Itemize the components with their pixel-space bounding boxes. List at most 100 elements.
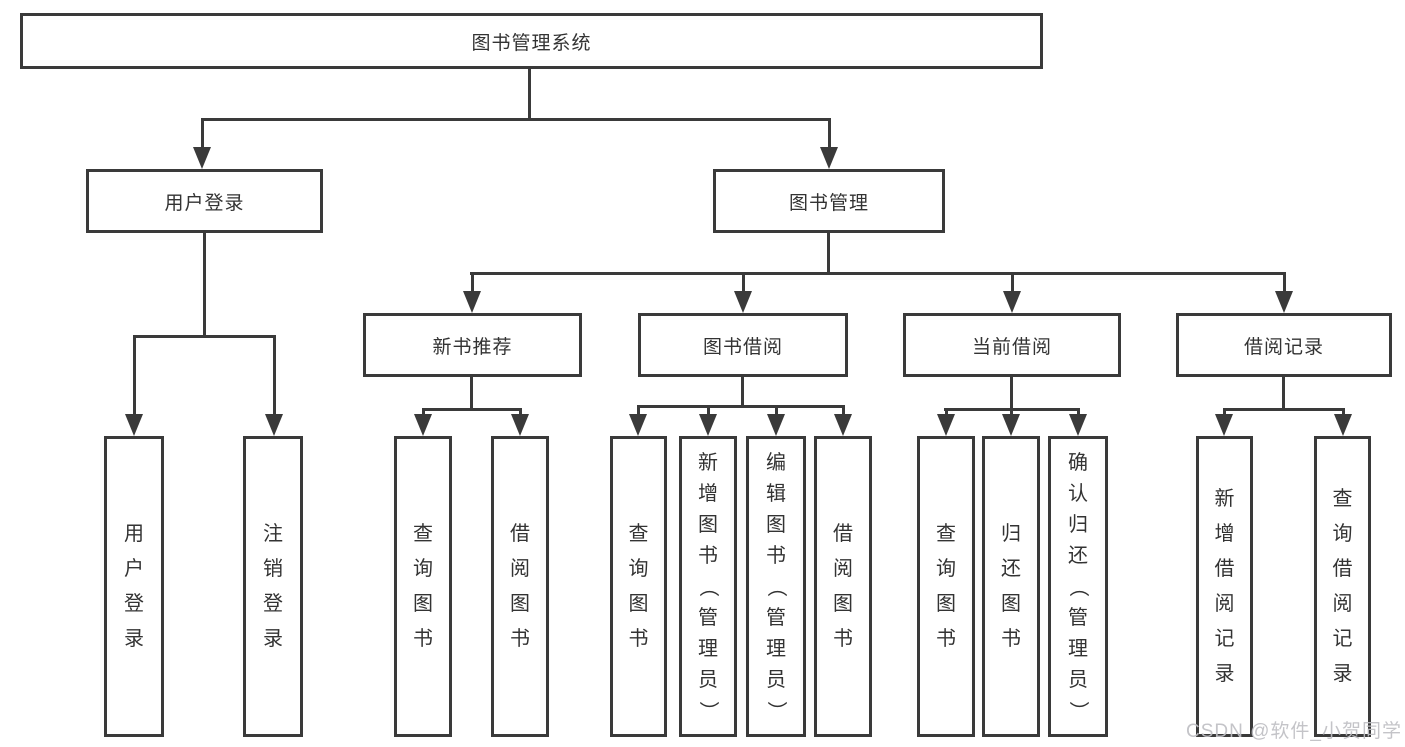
vertical-char-glyph: 记 bbox=[1214, 628, 1235, 650]
vertical-char-glyph: 询 bbox=[413, 558, 433, 580]
vertical-char-glyph: 图 bbox=[1001, 593, 1021, 615]
vertical-char-glyph: 还 bbox=[1068, 544, 1088, 567]
arrowhead-down-icon bbox=[265, 414, 283, 436]
leaf-query-books-borrowing: 查询图书 bbox=[610, 436, 667, 737]
leaf-query-borrowing-record: 查询借阅记录 bbox=[1314, 436, 1371, 737]
vertical-char-glyph: 录 bbox=[1214, 663, 1235, 685]
vertical-char-glyph: 图 bbox=[833, 593, 853, 615]
vertical-char-glyph: 管 bbox=[698, 606, 718, 629]
vertical-char-glyph: 录 bbox=[124, 628, 144, 650]
vertical-char-glyph: 书 bbox=[766, 544, 786, 567]
arrowhead-down-icon bbox=[1002, 414, 1020, 436]
vertical-char-glyph: 图 bbox=[413, 593, 433, 615]
vertical-paren-glyph: （ bbox=[1067, 576, 1089, 597]
vertical-char-glyph: 理 bbox=[766, 637, 786, 660]
connector-arrow-shaft bbox=[944, 408, 948, 416]
vertical-char-glyph: 查 bbox=[413, 523, 433, 545]
connector-arrow-shaft bbox=[741, 272, 745, 293]
vertical-char-glyph: 图 bbox=[936, 593, 956, 615]
connector-line bbox=[637, 405, 845, 408]
vertical-char-glyph: 理 bbox=[1068, 637, 1088, 660]
vertical-char-glyph: 借 bbox=[1214, 558, 1235, 580]
vertical-char-glyph: 管 bbox=[1068, 606, 1088, 629]
watermark: CSDN @软件_小贺同学 bbox=[1186, 721, 1402, 742]
node-current-borrowing: 当前借阅 bbox=[903, 313, 1121, 377]
vertical-char-glyph: 用 bbox=[124, 523, 144, 545]
vertical-char-glyph: 询 bbox=[1332, 523, 1353, 545]
leaf-add-borrowing-record: 新增借阅记录 bbox=[1196, 436, 1253, 737]
connector-arrow-shaft bbox=[272, 335, 276, 416]
connector-line bbox=[1223, 408, 1345, 411]
connector-arrow-shaft bbox=[1282, 272, 1286, 293]
vertical-char-glyph: 员 bbox=[1068, 668, 1088, 691]
vertical-char-glyph: 归 bbox=[1068, 513, 1088, 536]
vertical-char-glyph: 登 bbox=[263, 593, 283, 615]
vertical-char-glyph: 借 bbox=[510, 523, 530, 545]
vertical-char-glyph: 阅 bbox=[1214, 593, 1235, 615]
vertical-char-glyph: 图 bbox=[510, 593, 530, 615]
vertical-char-glyph: 书 bbox=[936, 628, 956, 650]
vertical-char-glyph: 记 bbox=[1332, 628, 1353, 650]
connector-line bbox=[1282, 377, 1285, 409]
connector-arrow-shaft bbox=[421, 408, 425, 416]
arrowhead-down-icon bbox=[414, 414, 432, 436]
vertical-paren-glyph: （ bbox=[697, 576, 719, 597]
vertical-char-glyph: 还 bbox=[1001, 558, 1021, 580]
vertical-paren-glyph: ） bbox=[765, 700, 787, 721]
vertical-char-glyph: 图 bbox=[628, 593, 649, 615]
vertical-char-glyph: 理 bbox=[698, 637, 718, 660]
leaf-logout-login: 注销登录 bbox=[243, 436, 303, 737]
node-book-borrowing: 图书借阅 bbox=[638, 313, 848, 377]
arrowhead-down-icon bbox=[937, 414, 955, 436]
connector-arrow-shaft bbox=[827, 118, 831, 149]
arrowhead-down-icon bbox=[699, 414, 717, 436]
node-borrowing-records: 借阅记录 bbox=[1176, 313, 1392, 377]
leaf-add-books-admin: 新增图书（管理员） bbox=[679, 436, 737, 737]
vertical-char-glyph: 登 bbox=[124, 593, 144, 615]
arrowhead-down-icon bbox=[1334, 414, 1352, 436]
arrowhead-down-icon bbox=[834, 414, 852, 436]
leaf-borrow-books-recommend: 借阅图书 bbox=[491, 436, 549, 737]
vertical-char-glyph: 增 bbox=[698, 482, 718, 505]
arrowhead-down-icon bbox=[767, 414, 785, 436]
connector-line bbox=[203, 233, 206, 337]
leaf-confirm-return-admin: 确认归还（管理员） bbox=[1048, 436, 1108, 737]
vertical-char-glyph: 认 bbox=[1068, 482, 1088, 505]
node-new-book-recommendation: 新书推荐 bbox=[363, 313, 582, 377]
connector-line bbox=[741, 377, 744, 406]
vertical-char-glyph: 员 bbox=[766, 668, 786, 691]
connector-line bbox=[133, 335, 276, 338]
connector-line bbox=[827, 233, 830, 274]
arrowhead-down-icon bbox=[1275, 291, 1293, 313]
vertical-char-glyph: 书 bbox=[698, 544, 718, 567]
vertical-char-glyph: 阅 bbox=[510, 558, 530, 580]
connector-arrow-shaft bbox=[470, 272, 474, 293]
vertical-paren-glyph: （ bbox=[765, 576, 787, 597]
arrowhead-down-icon bbox=[1215, 414, 1233, 436]
connector-line bbox=[470, 272, 1286, 275]
connector-line bbox=[201, 118, 831, 121]
arrowhead-down-icon bbox=[820, 147, 838, 169]
arrowhead-down-icon bbox=[511, 414, 529, 436]
arrowhead-down-icon bbox=[734, 291, 752, 313]
node-book-management: 图书管理 bbox=[713, 169, 945, 233]
leaf-return-books: 归还图书 bbox=[982, 436, 1040, 737]
vertical-char-glyph: 新 bbox=[698, 451, 718, 474]
connector-arrow-shaft bbox=[1076, 408, 1080, 416]
vertical-char-glyph: 增 bbox=[1214, 523, 1235, 545]
vertical-char-glyph: 询 bbox=[628, 558, 649, 580]
leaf-user-login: 用户登录 bbox=[104, 436, 164, 737]
vertical-char-glyph: 询 bbox=[936, 558, 956, 580]
arrowhead-down-icon bbox=[193, 147, 211, 169]
leaf-borrow-books-borrowing: 借阅图书 bbox=[814, 436, 872, 737]
vertical-char-glyph: 书 bbox=[1001, 628, 1021, 650]
connector-arrow-shaft bbox=[1222, 408, 1226, 416]
vertical-char-glyph: 借 bbox=[1332, 558, 1353, 580]
vertical-char-glyph: 查 bbox=[1332, 488, 1353, 510]
vertical-char-glyph: 确 bbox=[1068, 451, 1088, 474]
vertical-char-glyph: 阅 bbox=[1332, 593, 1353, 615]
vertical-char-glyph: 户 bbox=[124, 558, 144, 580]
vertical-char-glyph: 书 bbox=[833, 628, 853, 650]
leaf-query-books-current: 查询图书 bbox=[917, 436, 975, 737]
vertical-char-glyph: 借 bbox=[833, 523, 853, 545]
